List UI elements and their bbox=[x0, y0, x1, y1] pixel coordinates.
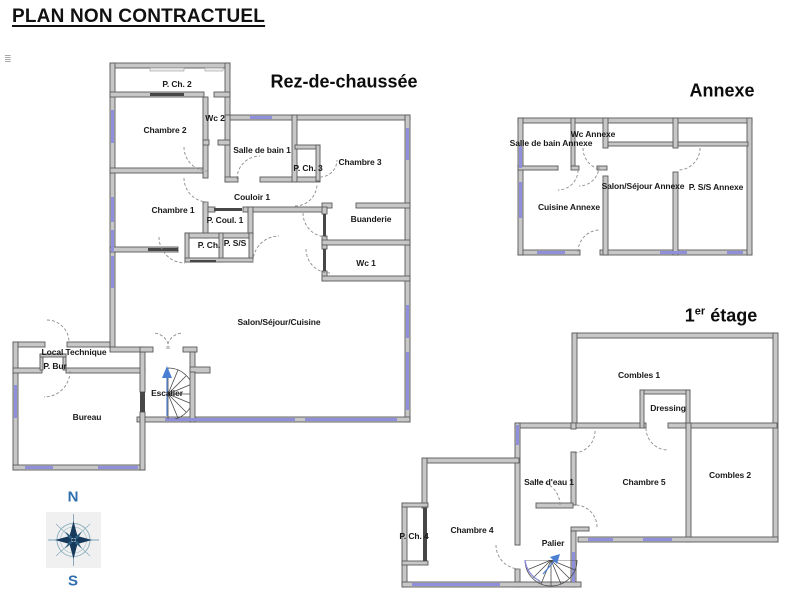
rez-spiral-staircase bbox=[167, 367, 190, 419]
page-title: PLAN NON CONTRACTUEL bbox=[12, 6, 266, 27]
room-label-p-bur: P. Bur bbox=[43, 361, 67, 371]
annexe-title: Annexe bbox=[689, 80, 755, 101]
room-label-chambre-5: Chambre 5 bbox=[622, 477, 666, 487]
room-label-p-ch-4: P. Ch. 4 bbox=[399, 531, 429, 541]
rez-door-marks bbox=[140, 93, 326, 412]
room-label-palier: Palier bbox=[541, 538, 565, 548]
annexe-windows bbox=[519, 146, 743, 254]
room-label-buanderie: Buanderie bbox=[350, 214, 392, 224]
rez-stair-direction-arrow bbox=[162, 366, 172, 416]
room-label-chambre-1: Chambre 1 bbox=[151, 205, 195, 215]
room-label-salle-deau-1: Salle d'eau 1 bbox=[524, 477, 574, 487]
room-label-wc-annexe: Wc Annexe bbox=[570, 129, 616, 139]
compass-north-label: N bbox=[67, 488, 79, 506]
room-label-salon: Salon/Séjour/Cuisine bbox=[237, 317, 321, 327]
rez-title: Rez-de-chaussée bbox=[270, 71, 418, 92]
room-label-salle-de-bain-annexe: Salle de bain Annexe bbox=[509, 138, 593, 148]
room-label-wc-2: Wc 2 bbox=[205, 113, 225, 123]
room-label-salle-de-bain-1: Salle de bain 1 bbox=[233, 145, 291, 155]
compass-rose bbox=[46, 512, 101, 568]
room-label-chambre-3: Chambre 3 bbox=[338, 157, 382, 167]
room-label-p-ss: P. S/S bbox=[223, 238, 247, 248]
room-label-p-coul-1: P. Coul. 1 bbox=[206, 215, 244, 225]
room-label-p-ss-annexe: P. S/S Annexe bbox=[688, 182, 744, 192]
room-label-chambre-4: Chambre 4 bbox=[450, 525, 494, 535]
room-label-wc-1: Wc 1 bbox=[356, 258, 376, 268]
etage1-walls bbox=[401, 332, 779, 588]
room-label-cuisine-annexe: Cuisine Annexe bbox=[537, 202, 601, 212]
room-label-combles-2: Combles 2 bbox=[708, 470, 752, 480]
rez-windows bbox=[14, 110, 409, 469]
room-label-bureau: Bureau bbox=[72, 412, 102, 422]
room-label-local-technique: Local Technique bbox=[41, 347, 107, 357]
room-label-combles-1: Combles 1 bbox=[617, 370, 661, 380]
edge-mark: ≣ bbox=[4, 54, 12, 64]
rez-door-arcs bbox=[43, 146, 338, 398]
etage1-door-arcs bbox=[495, 427, 669, 570]
compass-south-label: S bbox=[67, 572, 79, 590]
room-label-p-ch-2: P. Ch. 2 bbox=[162, 79, 192, 89]
room-label-p-ch: P. Ch. bbox=[197, 240, 221, 250]
etage1-plan bbox=[401, 332, 779, 588]
room-label-p-ch-3: P. Ch. 3 bbox=[293, 163, 323, 173]
etage1-stair-direction-arrow bbox=[542, 554, 560, 575]
room-label-couloir-1: Couloir 1 bbox=[234, 192, 270, 202]
etage1-title: 1er étage bbox=[684, 305, 758, 326]
etage1-windows bbox=[412, 425, 672, 586]
room-label-escalier: Escalier bbox=[151, 388, 183, 398]
room-label-salon-sejour-annexe: Salon/Séjour Annexe bbox=[601, 181, 685, 191]
room-label-chambre-2: Chambre 2 bbox=[143, 125, 187, 135]
rez-plan bbox=[12, 62, 411, 471]
rez-walls bbox=[12, 62, 411, 471]
annexe-plan bbox=[517, 117, 753, 256]
room-label-dressing: Dressing bbox=[650, 403, 686, 413]
annexe-door-arcs bbox=[557, 147, 701, 253]
